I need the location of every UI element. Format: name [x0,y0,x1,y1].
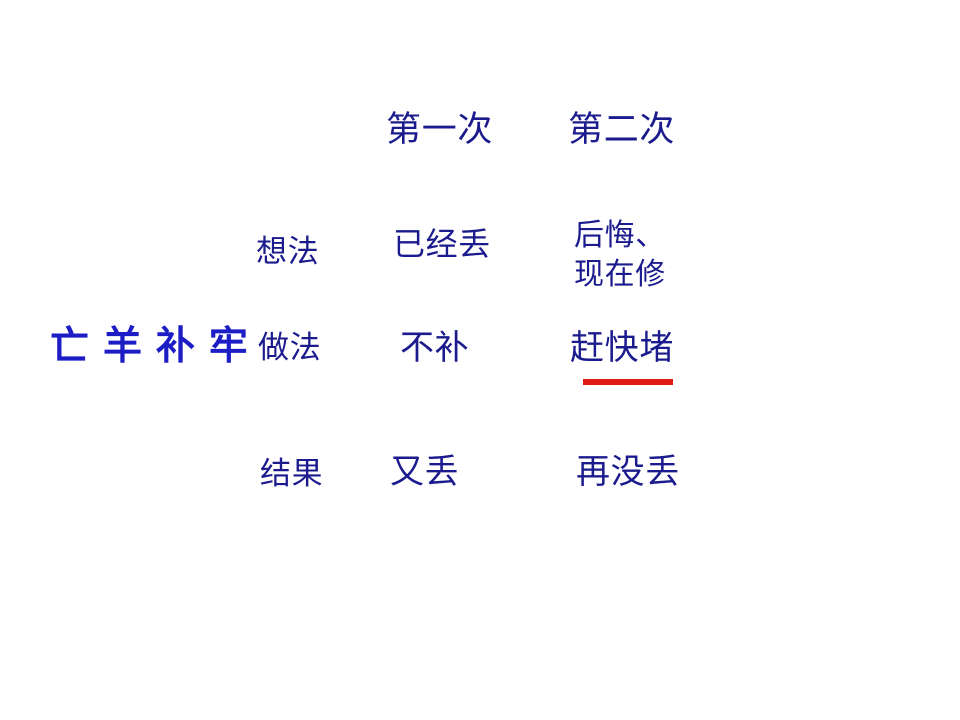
column-header-first-time: 第一次 [386,110,494,149]
row-label-result: 结果 [260,456,324,491]
idiom-title: 亡 羊 补 牢 [50,325,250,368]
red-emphasis-underline [583,379,673,385]
cell-thought-second-time: 后悔、 现在修 [574,219,666,291]
row-label-thought: 想法 [256,234,320,269]
column-header-second-time: 第二次 [568,110,676,149]
cell-action-second-time: 赶快堵 [570,330,675,367]
row-label-action: 做法 [258,330,322,365]
cell-thought-first-time: 已经丢 [393,226,491,262]
cell-result-second-time: 再没丢 [576,454,681,491]
cell-action-first-time: 不补 [400,330,470,367]
cell-result-first-time: 又丢 [390,454,460,491]
